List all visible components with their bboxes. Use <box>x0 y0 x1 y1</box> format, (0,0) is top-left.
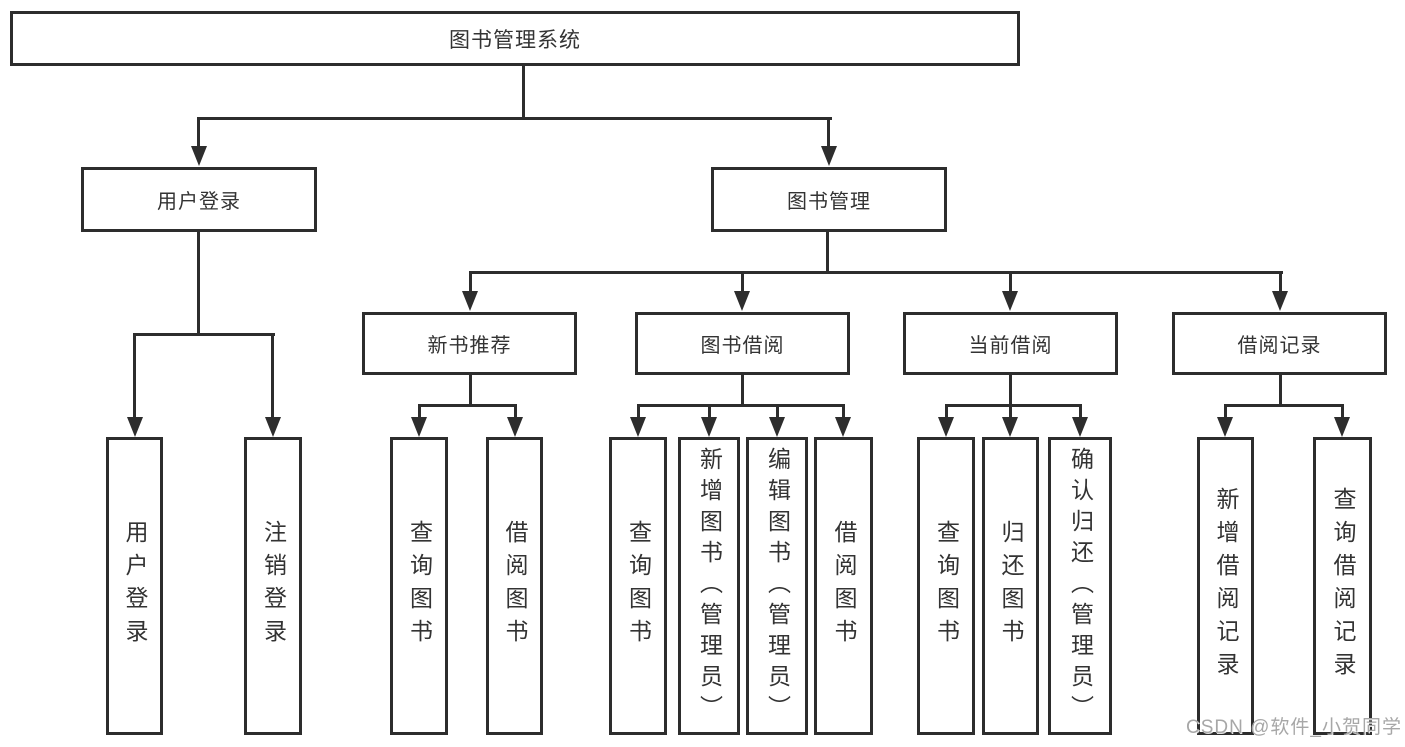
arrow-down-icon <box>1072 417 1088 437</box>
connector-line <box>637 404 640 419</box>
leaf-label: 查询图书 <box>933 520 959 652</box>
connector-line <box>708 404 711 419</box>
connector-line <box>741 271 744 292</box>
connector-line <box>198 117 832 120</box>
node-book-borrow: 图书借阅 <box>635 312 850 375</box>
leaf-label: 借阅图书 <box>831 520 856 652</box>
arrow-down-icon <box>1217 417 1233 437</box>
connector-line <box>271 333 274 417</box>
leaf-confirm-return-admin: 确认归还（管理员） <box>1048 437 1112 735</box>
arrow-down-icon <box>630 417 646 437</box>
arrow-down-icon <box>821 146 837 166</box>
connector-line <box>946 404 1081 407</box>
arrow-down-icon <box>734 291 750 311</box>
csdn-watermark: CSDN @软件_小贺同学 <box>1186 717 1402 738</box>
arrow-down-icon <box>127 417 143 437</box>
arrow-down-icon <box>507 417 523 437</box>
node-book-management: 图书管理 <box>711 167 947 232</box>
arrow-down-icon <box>835 417 851 437</box>
connector-line <box>197 117 200 148</box>
connector-line <box>776 404 779 419</box>
leaf-borrow-books: 借阅图书 <box>814 437 873 735</box>
leaf-borrow-query-books: 查询图书 <box>609 437 667 735</box>
connector-line <box>514 404 517 419</box>
leaf-label: 新增图书（管理员） <box>696 446 722 726</box>
leaf-edit-books-admin: 编辑图书（管理员） <box>746 437 808 735</box>
node-new-book-recommend: 新书推荐 <box>362 312 577 375</box>
connector-line <box>1341 404 1344 419</box>
connector-line <box>1009 404 1012 419</box>
connector-line <box>522 66 525 120</box>
connector-line <box>1079 404 1082 419</box>
connector-line <box>1224 404 1227 419</box>
connector-line <box>945 404 948 419</box>
leaf-add-books-admin: 新增图书（管理员） <box>678 437 740 735</box>
arrow-down-icon <box>1002 291 1018 311</box>
connector-line <box>1009 271 1012 292</box>
arrow-down-icon <box>265 417 281 437</box>
arrow-down-icon <box>769 417 785 437</box>
leaf-label: 编辑图书（管理员） <box>764 446 790 726</box>
connector-line <box>1279 375 1282 406</box>
connector-line <box>469 375 472 406</box>
node-user-login: 用户登录 <box>81 167 317 232</box>
connector-line <box>826 232 829 273</box>
node-current-borrow: 当前借阅 <box>903 312 1118 375</box>
node-library-management-system: 图书管理系统 <box>10 11 1020 66</box>
connector-line <box>134 333 275 336</box>
leaf-user-login: 用户登录 <box>106 437 163 735</box>
arrow-down-icon <box>938 417 954 437</box>
leaf-label: 新增借阅记录 <box>1213 487 1238 685</box>
connector-line <box>470 271 1283 274</box>
leaf-label: 查询图书 <box>625 520 651 652</box>
connector-line <box>842 404 845 419</box>
connector-line <box>1225 404 1343 407</box>
arrow-down-icon <box>411 417 427 437</box>
connector-line <box>637 404 845 407</box>
leaf-logout: 注销登录 <box>244 437 302 735</box>
connector-line <box>133 333 136 417</box>
arrow-down-icon <box>1002 417 1018 437</box>
connector-line <box>741 375 744 406</box>
connector-line <box>827 117 830 148</box>
connector-line <box>469 271 472 292</box>
connector-line <box>418 404 421 419</box>
leaf-label: 查询借阅记录 <box>1330 487 1355 685</box>
connector-line <box>418 404 517 407</box>
leaf-current-query-books: 查询图书 <box>917 437 975 735</box>
node-borrow-record: 借阅记录 <box>1172 312 1387 375</box>
connector-line <box>1279 271 1282 292</box>
leaf-query-borrow-record: 查询借阅记录 <box>1313 437 1372 735</box>
leaf-label: 确认归还（管理员） <box>1067 446 1093 726</box>
leaf-add-borrow-record: 新增借阅记录 <box>1197 437 1254 735</box>
connector-line <box>1009 375 1012 406</box>
leaf-label: 用户登录 <box>122 520 147 652</box>
arrow-down-icon <box>191 146 207 166</box>
leaf-label: 借阅图书 <box>502 520 527 652</box>
leaf-return-books: 归还图书 <box>982 437 1039 735</box>
leaf-recommend-borrow-books: 借阅图书 <box>486 437 543 735</box>
arrow-down-icon <box>1272 291 1288 311</box>
leaf-label: 注销登录 <box>260 520 286 652</box>
connector-line <box>197 232 200 335</box>
leaf-label: 归还图书 <box>998 520 1023 652</box>
arrow-down-icon <box>1334 417 1350 437</box>
leaf-recommend-query-books: 查询图书 <box>390 437 448 735</box>
leaf-label: 查询图书 <box>406 520 432 652</box>
arrow-down-icon <box>462 291 478 311</box>
arrow-down-icon <box>701 417 717 437</box>
